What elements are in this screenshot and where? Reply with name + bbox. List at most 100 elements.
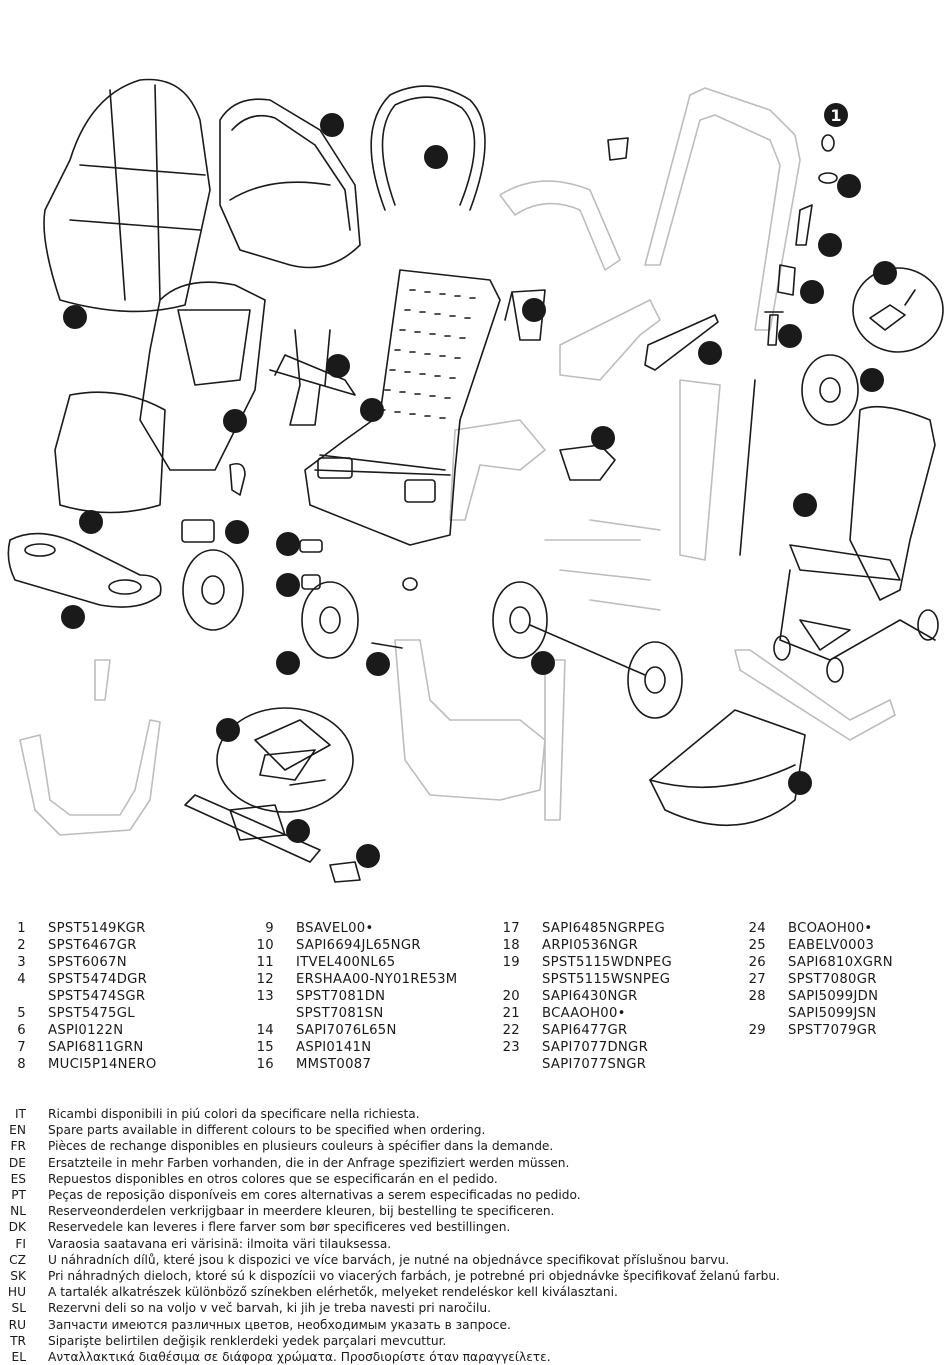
brake-mechanism-part <box>559 379 756 556</box>
part-number: 3 <box>17 955 26 970</box>
part-number: 12 <box>256 972 274 987</box>
part-number: 8 <box>17 1057 26 1072</box>
part-marker <box>320 113 344 137</box>
crossbar-brake-part <box>184 794 361 883</box>
part-code: SPST5149KGR <box>48 921 146 936</box>
part-marker <box>225 520 249 544</box>
bumper-tray-part <box>7 532 162 608</box>
footmuff-part <box>54 391 166 514</box>
canopy-part <box>219 98 361 269</box>
parts-row: 1 SPST5149KGR <box>0 920 157 937</box>
frame-parts-light <box>19 87 896 836</box>
part-code: ERSHAA00-NY01RE53M <box>296 972 458 987</box>
part-marker <box>223 409 247 433</box>
part-marker <box>837 174 861 198</box>
parts-row: 24 BCOAOH00• <box>740 920 893 937</box>
part-marker <box>366 652 390 676</box>
part-markers: 1 <box>61 103 897 868</box>
note-language-code: EN <box>9 1123 26 1138</box>
part-number: 10 <box>256 938 274 953</box>
part-marker <box>778 324 802 348</box>
part-code: MUCI5P14NERO <box>48 1057 157 1072</box>
part-code: SPST5475GL <box>48 1006 135 1021</box>
part-marker <box>360 398 384 422</box>
part-number <box>494 1056 520 1073</box>
part-number <box>0 988 26 1005</box>
parts-row: 10 SAPI6694JL65NGR <box>248 937 458 954</box>
part-marker <box>326 354 350 378</box>
note-text: Запчасти имеются различных цветов, необх… <box>48 1317 511 1332</box>
harness-part <box>269 329 356 426</box>
part-number: 20 <box>502 989 520 1004</box>
part-number: 1 <box>17 921 26 936</box>
note-text: Peças de reposição disponíveis em cores … <box>48 1188 581 1203</box>
part-number: 13 <box>256 989 274 1004</box>
note-language-code: SK <box>10 1269 26 1284</box>
part-number: 6 <box>17 1023 26 1038</box>
part-code: SAPI5099JSN <box>788 1006 877 1021</box>
part-marker-1-label: 1 <box>830 106 841 125</box>
brake-pedal-inset <box>852 267 944 353</box>
part-number: 24 <box>748 921 766 936</box>
note-language-code: CZ <box>9 1252 26 1267</box>
part-marker <box>286 819 310 843</box>
shopping-basket-part <box>649 709 806 827</box>
part-number: 25 <box>748 938 766 953</box>
part-marker <box>873 261 897 285</box>
part-marker <box>424 145 448 169</box>
part-number: 14 <box>256 1023 274 1038</box>
parts-row: SPST5474SGR <box>0 988 157 1005</box>
note-text: A tartalék alkatrészek különböző színekb… <box>48 1285 618 1300</box>
part-marker <box>276 573 300 597</box>
note-language-code: FI <box>15 1236 26 1251</box>
misc-small-parts <box>229 462 418 649</box>
part-code: MMST0087 <box>296 1057 372 1072</box>
part-code: SPST5474SGR <box>48 989 146 1004</box>
part-number: 23 <box>502 1040 520 1055</box>
part-number: 29 <box>748 1023 766 1038</box>
seat-board-part <box>304 269 501 546</box>
part-number: 27 <box>748 972 766 987</box>
part-code: SAPI6694JL65NGR <box>296 938 421 953</box>
part-marker <box>531 651 555 675</box>
part-code: BCOAOH00• <box>788 921 873 936</box>
wheel-parts <box>181 354 859 719</box>
note-text: Ricambi disponibili in piú colori da spe… <box>48 1107 420 1121</box>
part-code: SAPI6477GR <box>542 1023 628 1038</box>
part-code: SPST5474DGR <box>48 972 148 987</box>
part-marker <box>818 233 842 257</box>
part-marker <box>276 651 300 675</box>
part-number <box>248 1005 274 1022</box>
part-number <box>740 1005 766 1022</box>
note-text: Ersatzteile in mehr Farben vorhanden, di… <box>48 1155 570 1170</box>
part-marker <box>824 103 848 127</box>
part-marker <box>216 718 240 742</box>
part-code: SAPI5099JDN <box>788 989 879 1004</box>
part-marker <box>79 510 103 534</box>
